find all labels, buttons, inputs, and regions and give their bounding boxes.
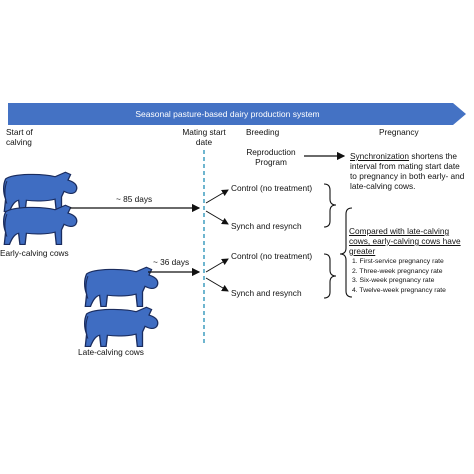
header-mating-start-date: Mating start date [182, 127, 226, 147]
early-synch-label: Synch and resynch [231, 221, 302, 231]
branch-arrow [205, 277, 229, 292]
comparison-heading: Compared with late-calving cows, early-c… [349, 226, 461, 256]
late-synch-label: Synch and resynch [231, 288, 302, 298]
synchronization-text: shortens the interval from mating start … [350, 151, 465, 191]
header-start-of-calving: Start of calving [6, 127, 33, 147]
cow-icon [84, 266, 159, 308]
early-interval-label: ~ 85 days [116, 194, 153, 204]
brace-right [339, 207, 353, 298]
list-item: 1. First-service pregnancy rate [352, 258, 444, 265]
list-item: 2. Three-week pregnancy rate [352, 267, 443, 275]
brace-late [323, 253, 337, 299]
cow-icon [84, 306, 159, 348]
early-calving-label: Early-calving cows [0, 248, 69, 258]
branch-arrow [205, 210, 229, 225]
late-interval-label: ~ 36 days [153, 257, 190, 267]
header-pregnancy: Pregnancy [379, 127, 419, 137]
diagram-title: Seasonal pasture-based dairy production … [135, 109, 320, 119]
list-item: 3. Six-week pregnancy rate [352, 277, 435, 284]
brace-early [323, 183, 337, 228]
cow-icon [3, 204, 78, 246]
banner-arrow [8, 103, 466, 125]
comparison-list: 1. First-service pregnancy rate 2. Three… [352, 257, 446, 295]
early-control-label: Control (no treatment) [231, 183, 313, 193]
list-item: 4. Twelve-week pregnancy rate [352, 286, 446, 294]
late-calving-label: Late-calving cows [78, 347, 144, 357]
synchronization-term: Synchronization [350, 151, 410, 161]
reproduction-program-label: Reproduction Program [246, 147, 296, 167]
synchronization-note: Synchronization shortens the interval fr… [350, 151, 468, 191]
late-control-label: Control (no treatment) [231, 251, 313, 261]
branch-arrow [205, 189, 229, 204]
header-breeding: Breeding [246, 127, 280, 137]
branch-arrow [205, 258, 229, 273]
